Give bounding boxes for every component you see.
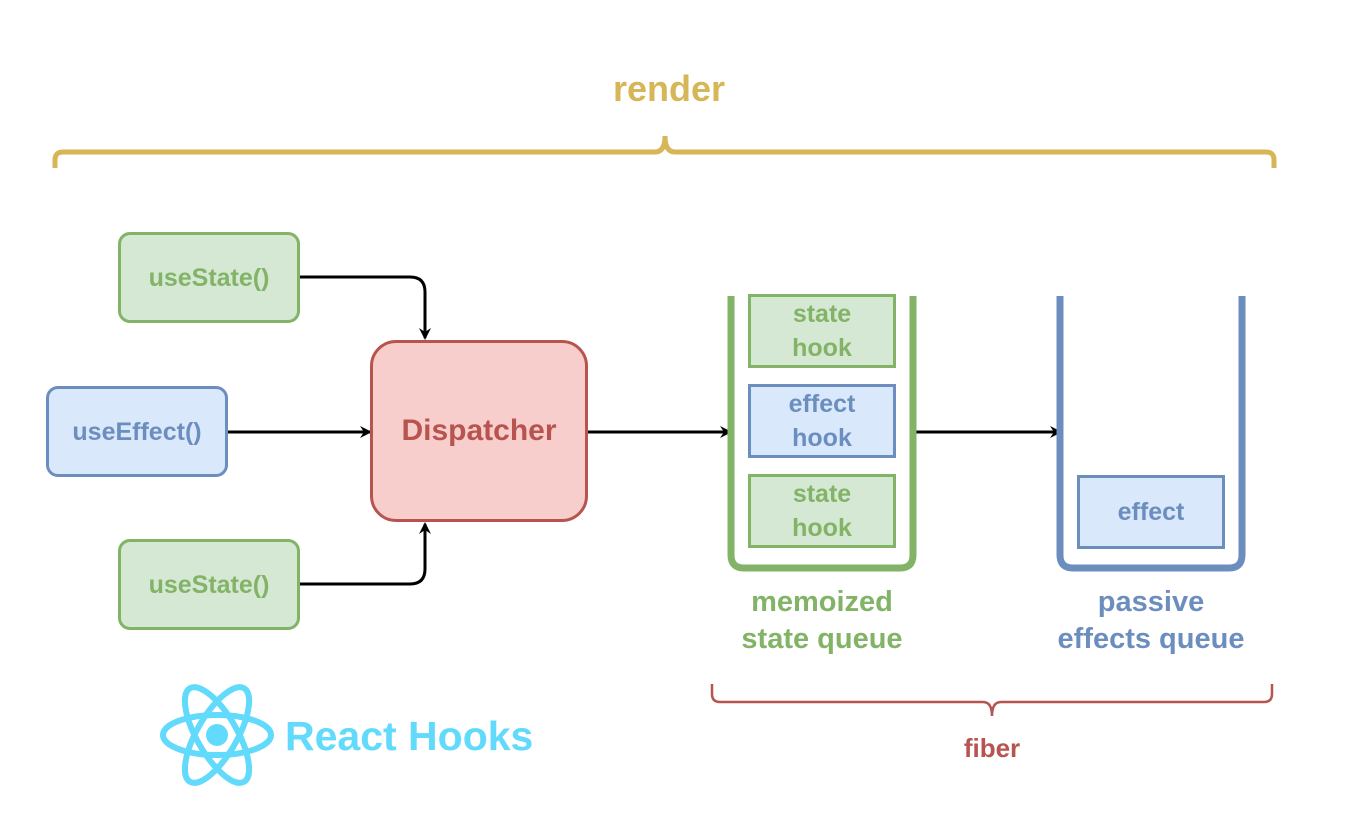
effect-item: effect <box>1077 475 1225 549</box>
use-state-top-node: useState() <box>118 232 300 323</box>
state-hook-2: state hook <box>748 474 896 548</box>
dispatcher-node: Dispatcher <box>370 340 588 522</box>
use-effect-node: useEffect() <box>46 386 228 477</box>
effects-queue-container <box>1056 296 1246 572</box>
arrow-usestate-bottom-to-dispatcher <box>300 522 431 586</box>
use-state-bottom-node: useState() <box>118 539 300 630</box>
effects-queue-label: passive effects queue <box>1057 586 1245 655</box>
react-hooks-title: React Hooks <box>285 713 534 759</box>
state-hook-1: state hook <box>748 294 896 368</box>
effect-hook: effect hook <box>748 384 896 458</box>
arrow-usestate-top-to-dispatcher <box>300 275 431 340</box>
fiber-brace <box>710 684 1274 717</box>
render-label: render <box>612 68 726 109</box>
react-logo-icon <box>160 684 274 786</box>
state-queue-label: memoized state queue <box>741 586 903 655</box>
state-queue-container <box>727 296 917 572</box>
fiber-label: fiber <box>963 733 1021 763</box>
render-brace <box>52 135 1277 168</box>
